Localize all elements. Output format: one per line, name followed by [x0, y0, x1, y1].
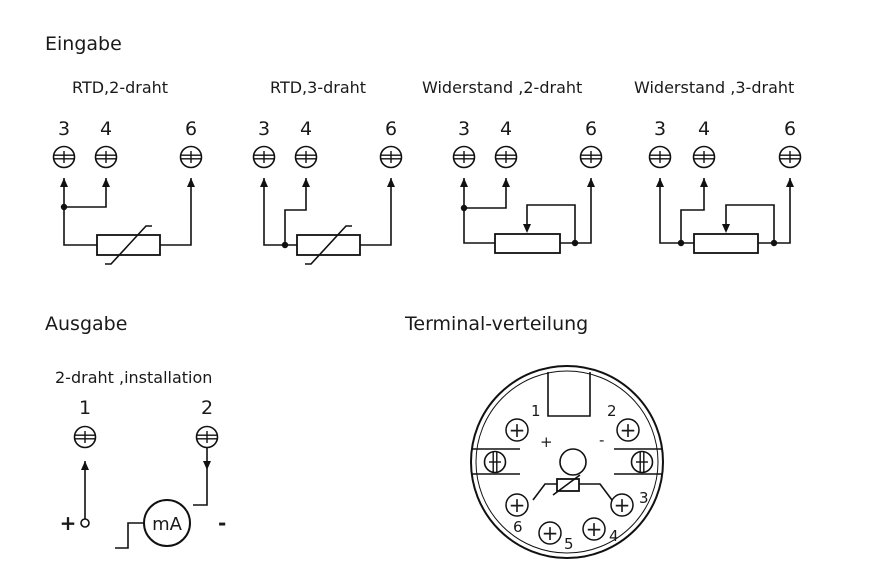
terminal-number: 1 — [79, 397, 91, 419]
output-diagram-2-wire: 2-draht ,installation 1 2 + mA - — [55, 368, 226, 549]
terminal-screw-icon — [252, 145, 276, 169]
terminal-screw-icon — [778, 145, 802, 169]
pin-number: 3 — [639, 489, 649, 507]
minus-sign: - — [599, 431, 604, 449]
terminal-screw-icon — [494, 145, 518, 169]
potentiometer-icon — [494, 233, 561, 254]
terminal-number: 2 — [201, 397, 213, 419]
terminal-section-title: Terminal-verteilung — [404, 313, 588, 335]
terminal-screw-icon — [648, 145, 672, 169]
svg-text:+: + — [620, 418, 637, 442]
input-section-title: Eingabe — [45, 33, 122, 55]
terminal-layout-diagram: + + + + + + 1 2 3 4 5 6 + - — [470, 365, 664, 559]
terminal-number: 3 — [58, 118, 70, 140]
terminal-screw-icon — [94, 145, 118, 169]
mount-screw-icon — [630, 450, 654, 474]
terminal-screw-icon — [195, 425, 219, 449]
plus-sign: + — [540, 433, 553, 451]
input-diagram-resistor-2-wire: Widerstand ,2-draht 3 4 6 — [422, 78, 603, 254]
terminal-number: 4 — [500, 118, 512, 140]
pin-2-icon — [616, 418, 640, 442]
terminal-screw-icon — [379, 145, 403, 169]
terminal-number: 6 — [385, 118, 397, 140]
svg-text:+: + — [614, 493, 631, 517]
pin-5-icon — [538, 521, 562, 545]
plus-sign: + — [60, 511, 77, 535]
terminal-screw-icon — [52, 145, 76, 169]
input-label: Widerstand ,2-draht — [422, 78, 582, 97]
pin-4-icon — [582, 517, 606, 541]
meter-label: mA — [152, 514, 183, 535]
terminal-number: 6 — [585, 118, 597, 140]
pin-3-icon — [610, 493, 634, 517]
input-label: RTD,2-draht — [72, 78, 168, 97]
pin-number: 4 — [609, 527, 619, 545]
mount-screw-icon — [483, 450, 507, 474]
terminal-number: 3 — [654, 118, 666, 140]
terminal-number: 6 — [784, 118, 796, 140]
input-diagram-rtd-2-wire: RTD,2-draht 3 4 6 — [52, 78, 203, 265]
pin-number: 6 — [513, 518, 523, 536]
terminal-number: 3 — [458, 118, 470, 140]
pin-number: 5 — [564, 535, 574, 553]
center-component-icon — [559, 448, 587, 476]
pin-6-icon — [505, 493, 529, 517]
svg-text:+: + — [509, 418, 526, 442]
terminal-screw-icon — [294, 145, 318, 169]
terminal-number: 6 — [185, 118, 197, 140]
svg-text:+: + — [586, 517, 603, 541]
terminal-point-icon — [80, 518, 90, 528]
terminal-screw-icon — [579, 145, 603, 169]
svg-text:+: + — [509, 493, 526, 517]
output-section-title: Ausgabe — [45, 313, 127, 335]
terminal-screw-icon — [73, 425, 97, 449]
terminal-number: 4 — [300, 118, 312, 140]
terminal-screw-icon — [692, 145, 716, 169]
pin-number: 1 — [531, 402, 541, 420]
minus-sign: - — [218, 511, 226, 535]
potentiometer-icon — [693, 233, 759, 254]
terminal-number: 4 — [698, 118, 710, 140]
input-diagram-resistor-3-wire: Widerstand ,3-draht 3 4 6 — [634, 78, 802, 254]
input-label: RTD,3-draht — [270, 78, 366, 97]
output-label: 2-draht ,installation — [55, 368, 212, 387]
terminal-screw-icon — [179, 145, 203, 169]
input-diagram-rtd-3-wire: RTD,3-draht 3 4 6 — [252, 78, 403, 265]
svg-text:+: + — [542, 521, 559, 545]
pin-1-icon — [505, 418, 529, 442]
pin-number: 2 — [607, 402, 617, 420]
terminal-screw-icon — [452, 145, 476, 169]
terminal-number: 3 — [258, 118, 270, 140]
input-label: Widerstand ,3-draht — [634, 78, 794, 97]
terminal-number: 4 — [100, 118, 112, 140]
